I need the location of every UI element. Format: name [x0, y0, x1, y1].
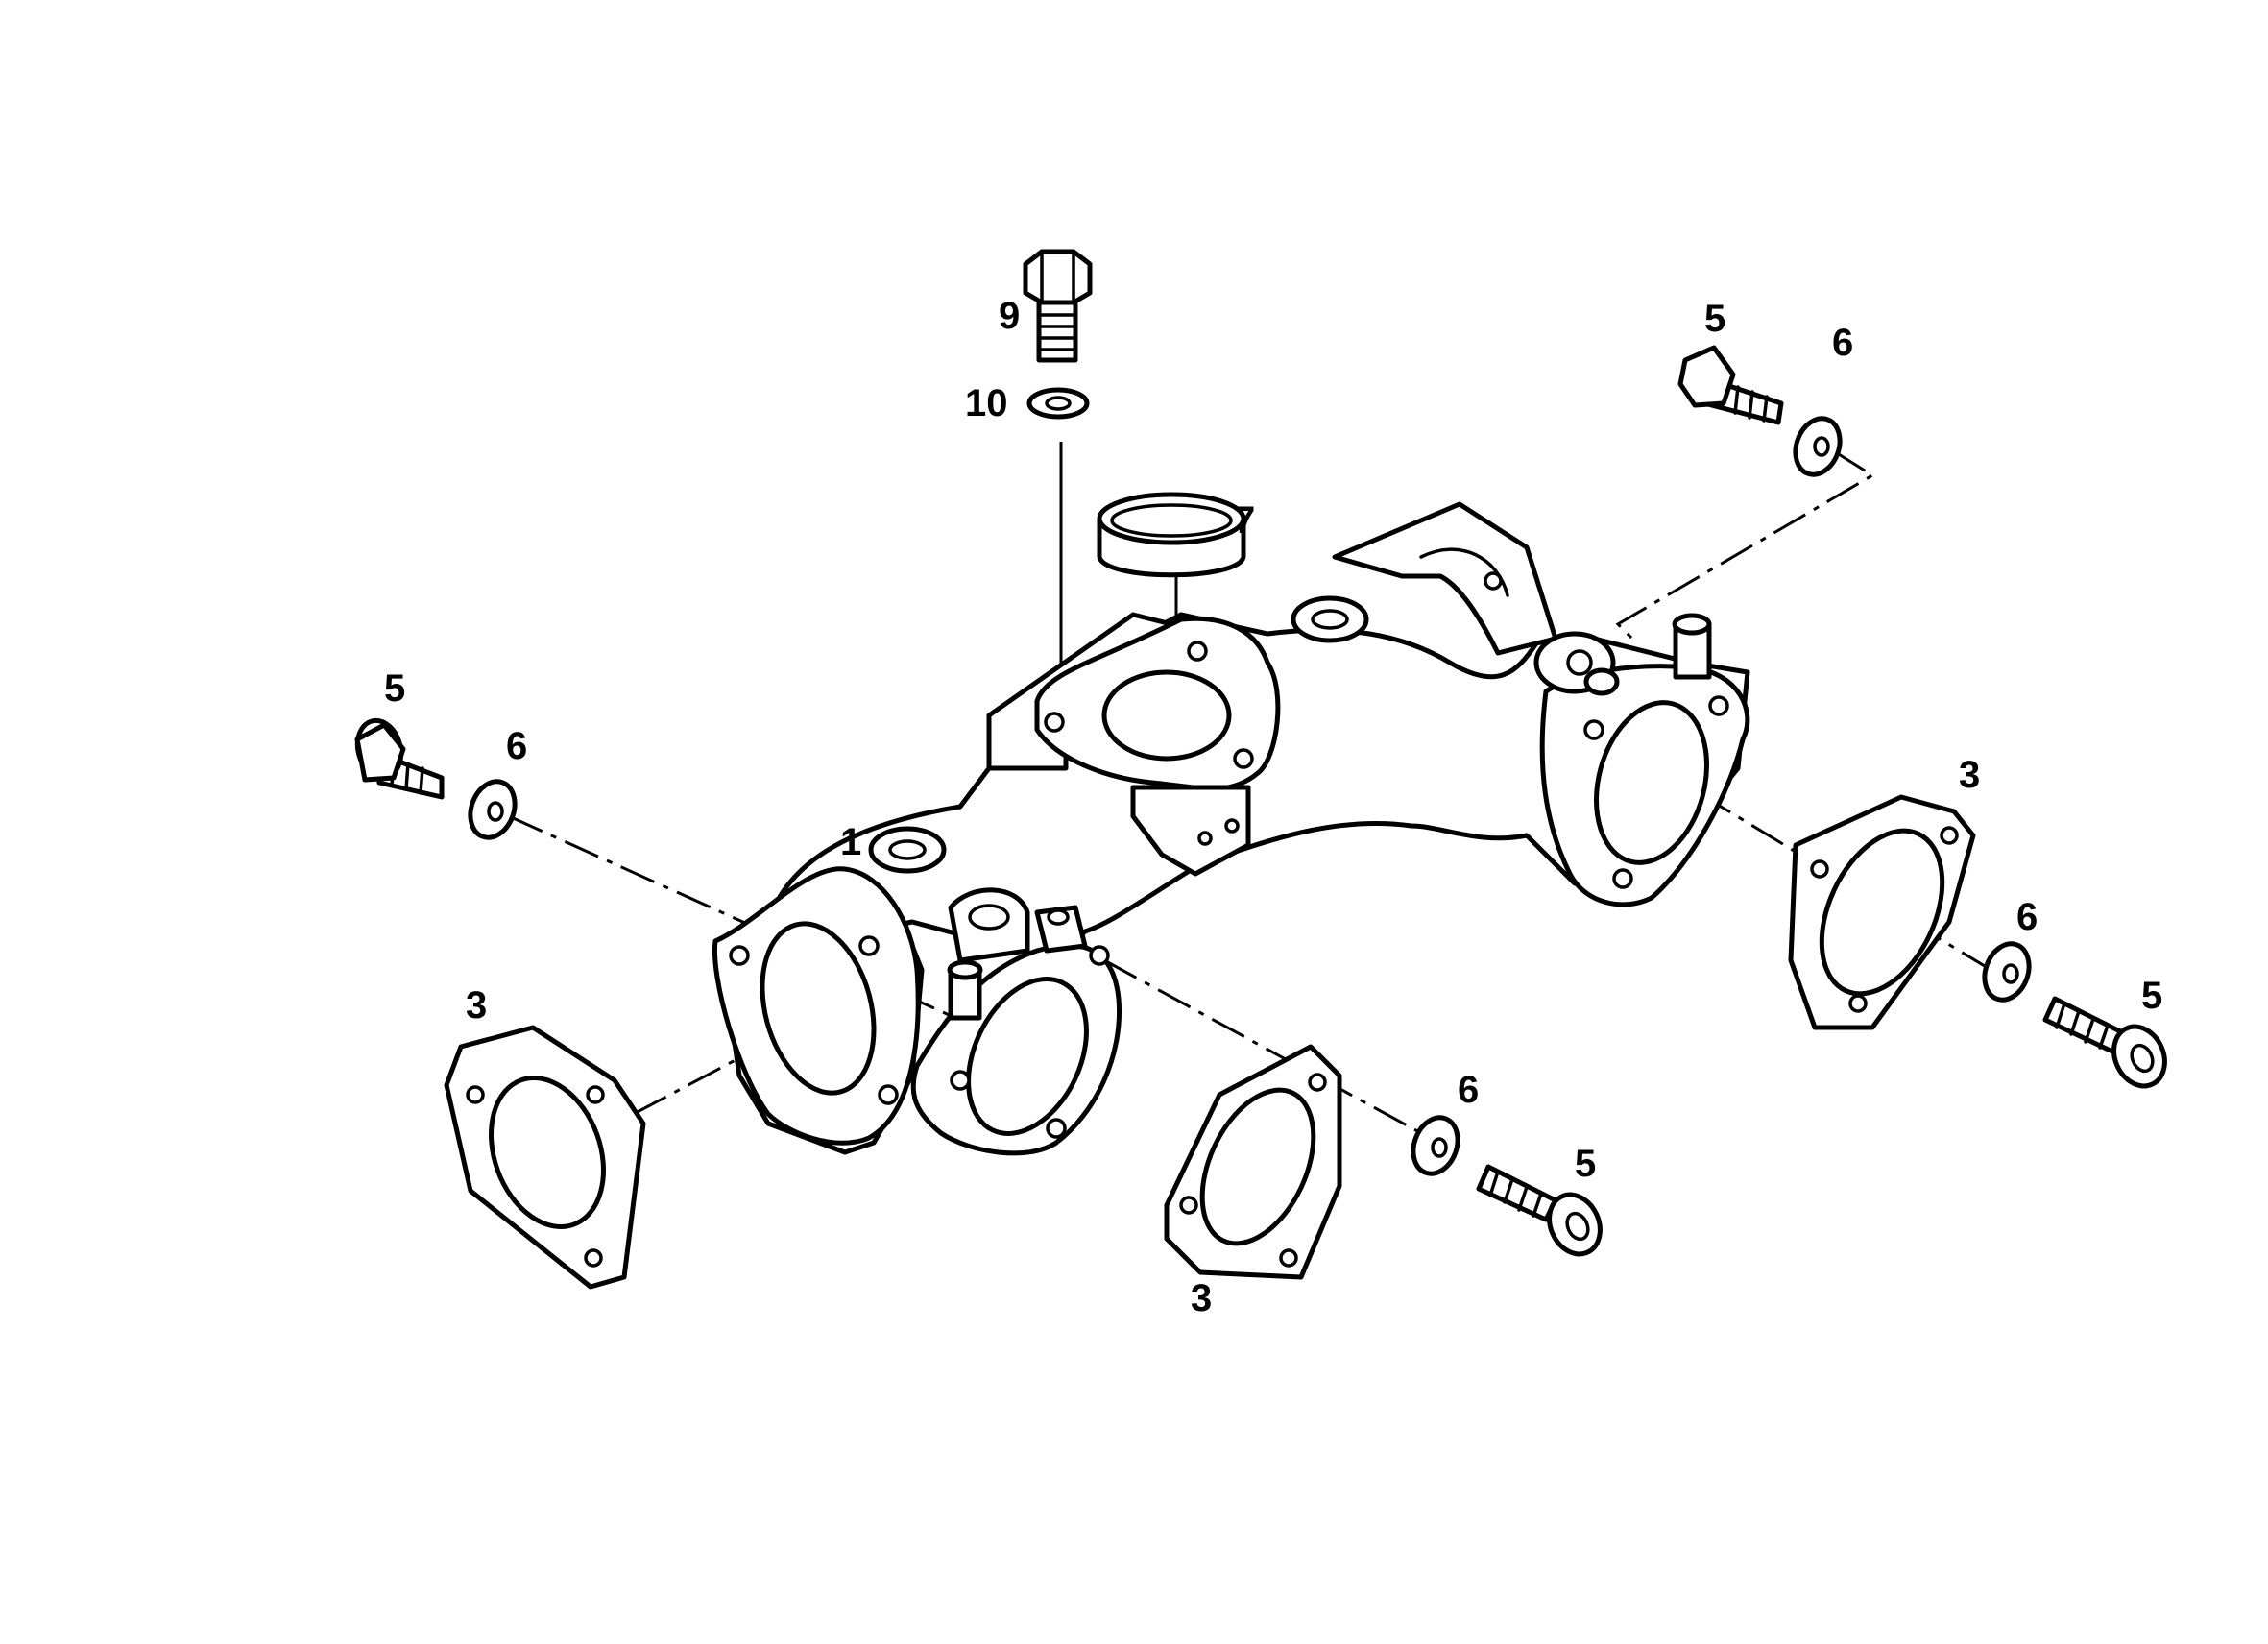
manifold-body [712, 501, 1750, 1156]
callout-screw-center: 5 [1575, 1143, 1596, 1185]
callout-screw-left: 5 [384, 667, 405, 710]
callout-screw-top-right: 5 [1704, 298, 1725, 340]
callout-bolt-washer: 10 [965, 382, 1008, 424]
bolt-washer [1026, 387, 1090, 420]
gasket-left [444, 1025, 646, 1290]
callout-plug: 7 [1234, 499, 1255, 542]
callout-manifold: 1 [840, 821, 861, 863]
washer-left [468, 779, 518, 840]
callout-gasket-right: 3 [1959, 754, 1980, 796]
washer-right [1982, 941, 2032, 1003]
callout-screw-right: 5 [2141, 975, 2162, 1017]
screw-center [1476, 1164, 1603, 1257]
screw-top-right [1677, 345, 1784, 425]
callout-washer-top-right: 6 [1832, 322, 1853, 364]
washer-top-right [1793, 416, 1843, 477]
callout-washer-left: 6 [506, 725, 527, 767]
callout-bolt: 9 [999, 295, 1020, 337]
screw-left [354, 717, 445, 800]
callout-gasket-left: 3 [466, 984, 487, 1027]
screw-right [2042, 996, 2167, 1089]
callout-labels: 1 3 3 3 5 5 5 5 6 6 6 6 7 9 10 [384, 295, 2162, 1319]
callout-washer-right: 6 [2016, 896, 2038, 938]
washer-center [1411, 1115, 1460, 1176]
gasket-right [1788, 794, 1976, 1030]
callout-washer-center: 6 [1458, 1069, 1479, 1111]
bolt [1023, 249, 1093, 363]
callout-gasket-center: 3 [1191, 1277, 1212, 1319]
plug [1097, 492, 1246, 578]
gasket-center [1164, 1044, 1342, 1280]
